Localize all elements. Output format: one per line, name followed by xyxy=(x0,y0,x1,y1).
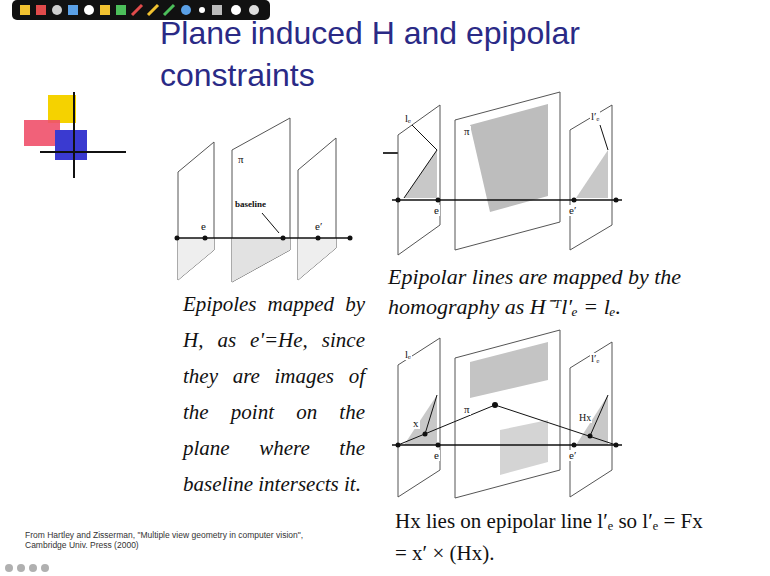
figure-shape xyxy=(175,237,352,239)
figure-shape xyxy=(590,395,608,436)
figure-shape xyxy=(600,125,608,150)
baseline-label: baseline xyxy=(234,200,267,209)
figure-shape xyxy=(570,105,612,250)
figure-shape xyxy=(232,118,290,282)
figure-shape xyxy=(425,395,437,434)
figure-shape xyxy=(614,198,619,203)
figure-shape xyxy=(398,338,440,497)
figure-shape xyxy=(470,104,548,212)
caption: Hx lies on epipolar line l′ₑ so l′ₑ = Fx… xyxy=(395,505,715,569)
figure-shape xyxy=(55,130,87,160)
figure-shape xyxy=(203,236,208,241)
figure-shape xyxy=(41,564,49,572)
transfer-figure xyxy=(392,330,622,498)
figure-shape xyxy=(100,5,110,15)
figure-shape xyxy=(404,150,437,198)
plane-label: π xyxy=(237,154,245,165)
figure-shape xyxy=(5,564,13,572)
line-label: l′ₑ xyxy=(590,353,600,364)
figure-shape xyxy=(455,92,560,250)
figure-shape xyxy=(576,395,608,445)
figure-shape xyxy=(500,420,548,475)
figure-shape xyxy=(398,405,495,445)
figure-shape xyxy=(436,443,441,448)
slide-controls xyxy=(5,564,49,572)
figure-shape xyxy=(73,92,75,178)
figure-shape xyxy=(470,342,548,398)
figure-shape xyxy=(614,443,619,448)
epipolar-line-figure xyxy=(392,92,622,255)
figure-shape xyxy=(29,564,37,572)
point-label: Hx xyxy=(578,413,592,423)
figure-shape xyxy=(495,405,616,445)
figure-shape xyxy=(175,236,180,241)
figure-shape xyxy=(404,395,437,445)
figure-shape xyxy=(181,5,191,15)
figure-shape xyxy=(116,5,126,15)
citation: From Hartley and Zisserman, "Multiple vi… xyxy=(25,530,345,550)
figure-shape xyxy=(298,138,336,280)
line-label: l′ₑ xyxy=(590,111,600,122)
epipole-label: e′ xyxy=(568,205,577,216)
figure-shape xyxy=(178,142,214,280)
figure-shape xyxy=(398,105,440,255)
figure-shape xyxy=(262,213,279,233)
slide-title: Plane induced H and epipolar constraints xyxy=(160,12,640,96)
figure-shape xyxy=(570,342,612,497)
figure-shape xyxy=(572,198,577,203)
caption: Epipolar lines are mapped by the homogra… xyxy=(388,262,718,322)
figure-shape xyxy=(36,5,46,15)
figure-shape xyxy=(298,238,336,280)
caption: Epipoles mapped by H, as e'=He, since th… xyxy=(183,286,365,502)
figure-shape xyxy=(52,5,62,15)
epipole-label: e xyxy=(200,221,207,232)
figure-shape xyxy=(492,402,498,408)
figure-shape xyxy=(588,434,593,439)
plane-label: π xyxy=(463,404,471,415)
figure-shape xyxy=(249,5,259,15)
figure-shape xyxy=(316,236,321,241)
figure-shape xyxy=(404,150,437,198)
figure-shape xyxy=(68,5,78,15)
figure-shape xyxy=(17,564,25,572)
figure-shape xyxy=(132,5,142,15)
figure-shape xyxy=(20,5,30,15)
figure-shape xyxy=(232,238,290,282)
line-label: lₑ xyxy=(404,113,412,124)
epipole-label: e′ xyxy=(568,450,577,461)
figure-shape xyxy=(84,5,94,15)
figure-shape xyxy=(281,236,286,241)
line-label: lₑ xyxy=(404,349,412,360)
figure-shape xyxy=(412,125,437,150)
plane-label: π xyxy=(463,126,471,137)
figure-shape xyxy=(24,120,60,146)
figure-shape xyxy=(48,95,76,123)
logo-squares xyxy=(24,92,126,178)
epipole-label: e′ xyxy=(314,221,323,232)
figure-shape xyxy=(164,5,174,15)
epipole-label: e xyxy=(433,205,440,216)
figure-shape xyxy=(199,7,205,13)
epipole-label: e xyxy=(433,450,440,461)
figure-shape xyxy=(396,443,401,448)
figure-shape xyxy=(576,150,608,198)
figure-shape xyxy=(231,5,241,15)
figure-shape xyxy=(572,443,577,448)
figure-shape xyxy=(148,5,158,15)
figure-shape xyxy=(212,5,222,15)
epipole-figure xyxy=(175,118,353,282)
figure-shape xyxy=(40,151,126,153)
figure-shape xyxy=(348,236,353,241)
figure-shape xyxy=(436,198,441,203)
figure-shape xyxy=(455,330,560,498)
point-label: x xyxy=(412,418,420,429)
figure-shape xyxy=(423,432,428,437)
figure-shape xyxy=(178,238,214,280)
figure-shape xyxy=(392,444,622,446)
figure-shape xyxy=(392,199,622,201)
figure-shape xyxy=(396,198,401,203)
